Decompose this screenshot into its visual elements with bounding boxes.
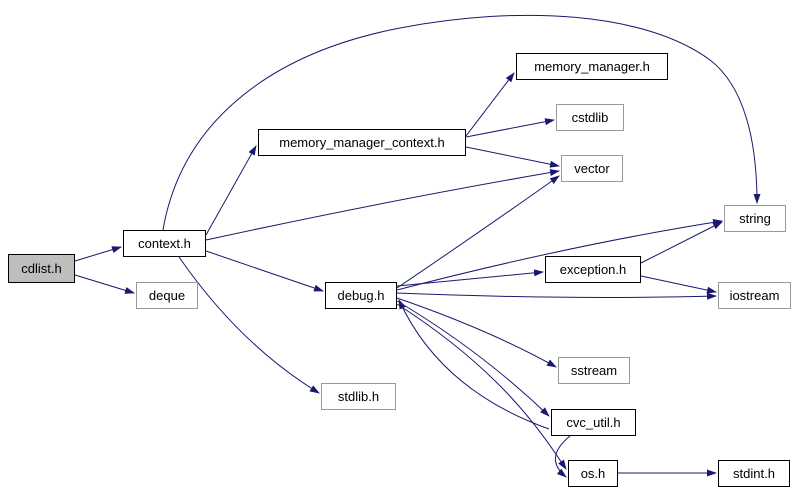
edge-debug-string <box>396 218 723 291</box>
node-label-stdlib: stdlib.h <box>337 389 380 404</box>
node-label-mmc: memory_manager_context.h <box>279 135 445 150</box>
node-cstdlib[interactable]: cstdlib <box>556 104 624 131</box>
edge-cdlist-deque <box>74 274 135 294</box>
node-label-context: context.h <box>138 236 191 251</box>
node-sstream[interactable]: sstream <box>558 357 630 384</box>
edge-debug-iostream <box>396 292 717 300</box>
edge-debug-vector <box>396 175 560 289</box>
node-label-mm: memory_manager.h <box>534 59 650 74</box>
edge-context-stdlib <box>178 256 320 394</box>
node-iostream[interactable]: iostream <box>718 282 791 309</box>
edge-context-debug <box>205 250 324 292</box>
node-vector[interactable]: vector <box>561 155 623 182</box>
edge-exception-iostream <box>640 275 717 294</box>
edge-context-string <box>162 14 761 231</box>
node-label-stdint: stdint.h <box>733 466 775 481</box>
edge-mmc-vector <box>465 146 560 168</box>
node-label-iostream: iostream <box>729 288 780 303</box>
edge-cvcutil-os <box>555 435 571 478</box>
node-label-exception: exception.h <box>559 262 627 277</box>
edges-group <box>74 14 761 478</box>
edge-cdlist-context <box>74 246 122 262</box>
node-stdlib[interactable]: stdlib.h <box>321 383 396 410</box>
node-label-string: string <box>739 211 771 226</box>
node-label-os: os.h <box>580 466 606 481</box>
node-mmc[interactable]: memory_manager_context.h <box>258 129 466 156</box>
node-context[interactable]: context.h <box>123 230 206 257</box>
edge-debug-sstream <box>396 297 557 368</box>
node-cdlist[interactable]: cdlist.h <box>8 254 75 283</box>
edge-debug-exception <box>396 269 544 287</box>
node-debug[interactable]: debug.h <box>325 282 397 309</box>
node-exception[interactable]: exception.h <box>545 256 641 283</box>
edge-context-vector <box>205 169 560 241</box>
node-cvcutil[interactable]: cvc_util.h <box>551 409 636 436</box>
node-label-cdlist: cdlist.h <box>21 261 62 276</box>
node-label-debug: debug.h <box>337 288 385 303</box>
edge-context-mmc <box>205 145 257 236</box>
node-label-deque: deque <box>148 288 186 303</box>
edge-exception-string <box>640 221 723 264</box>
edge-debug-cvcutil <box>396 300 550 417</box>
node-string[interactable]: string <box>724 205 786 232</box>
node-os[interactable]: os.h <box>568 460 618 487</box>
edge-cvcutil-debug <box>398 299 550 430</box>
edge-mmc-cstdlib <box>465 118 555 138</box>
edge-mmc-mm <box>465 72 515 137</box>
node-stdint[interactable]: stdint.h <box>718 460 790 487</box>
node-label-cvcutil: cvc_util.h <box>566 415 621 430</box>
node-label-sstream: sstream <box>570 363 618 378</box>
node-label-vector: vector <box>574 161 610 176</box>
edge-debug-os <box>396 303 567 470</box>
node-label-cstdlib: cstdlib <box>571 110 609 125</box>
node-mm[interactable]: memory_manager.h <box>516 53 668 80</box>
node-deque[interactable]: deque <box>136 282 198 309</box>
